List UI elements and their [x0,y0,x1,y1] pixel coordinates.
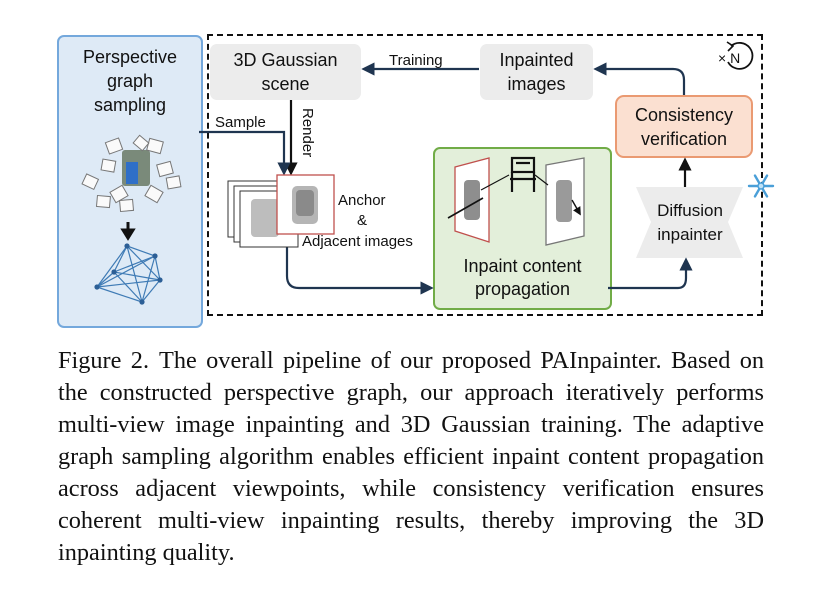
anchor-label: Anchor [338,192,386,209]
consistency-verification-node: Consistency verification [615,95,753,158]
perspective-graph-network [96,245,161,303]
gaussian-scene-node: 3D Gaussian scene [210,44,361,100]
sample-arrow [199,130,291,176]
diffusion-inpainter-label-2: inpainter [657,225,723,244]
render-edge-label: Render [299,108,316,157]
images-to-propagation-arrow [285,243,434,295]
propagation-to-inpainter-arrow [608,257,693,290]
chair-icon [510,156,536,192]
loop-icon [726,41,754,70]
training-edge-label: Training [389,52,443,69]
sample-edge-label: Sample [215,114,266,131]
pipeline-diagram: Diffusion inpainter [81,41,775,305]
caption-label: Figure 2. [58,347,150,374]
graph-nodes [94,243,163,305]
iteration-loop-frame [207,34,763,316]
inpainted-images-node: Inpainted images [480,44,593,100]
ampersand-label: & [357,212,367,229]
figure-caption: Figure 2.The overall pipeline of our pro… [58,345,764,569]
diffusion-inpainter-shape [636,187,743,258]
propagation-illustration [447,157,585,246]
inpaint-propagation-label: Inpaint content propagation [463,256,582,299]
loop-mark: × N [718,50,740,66]
verify-to-inpainted-arrow [593,62,686,95]
camera-views-illustration [81,134,182,213]
down-arrow-icon [120,222,136,241]
snowflake-icon [747,174,775,198]
image-stack [227,174,335,248]
caption-text: The overall pipeline of our proposed PAI… [58,347,764,566]
diffusion-inpainter-label: Diffusion [657,201,723,220]
adjacent-label: Adjacent images [302,233,413,250]
perspective-graph-label: Perspective graph sampling [82,47,178,115]
